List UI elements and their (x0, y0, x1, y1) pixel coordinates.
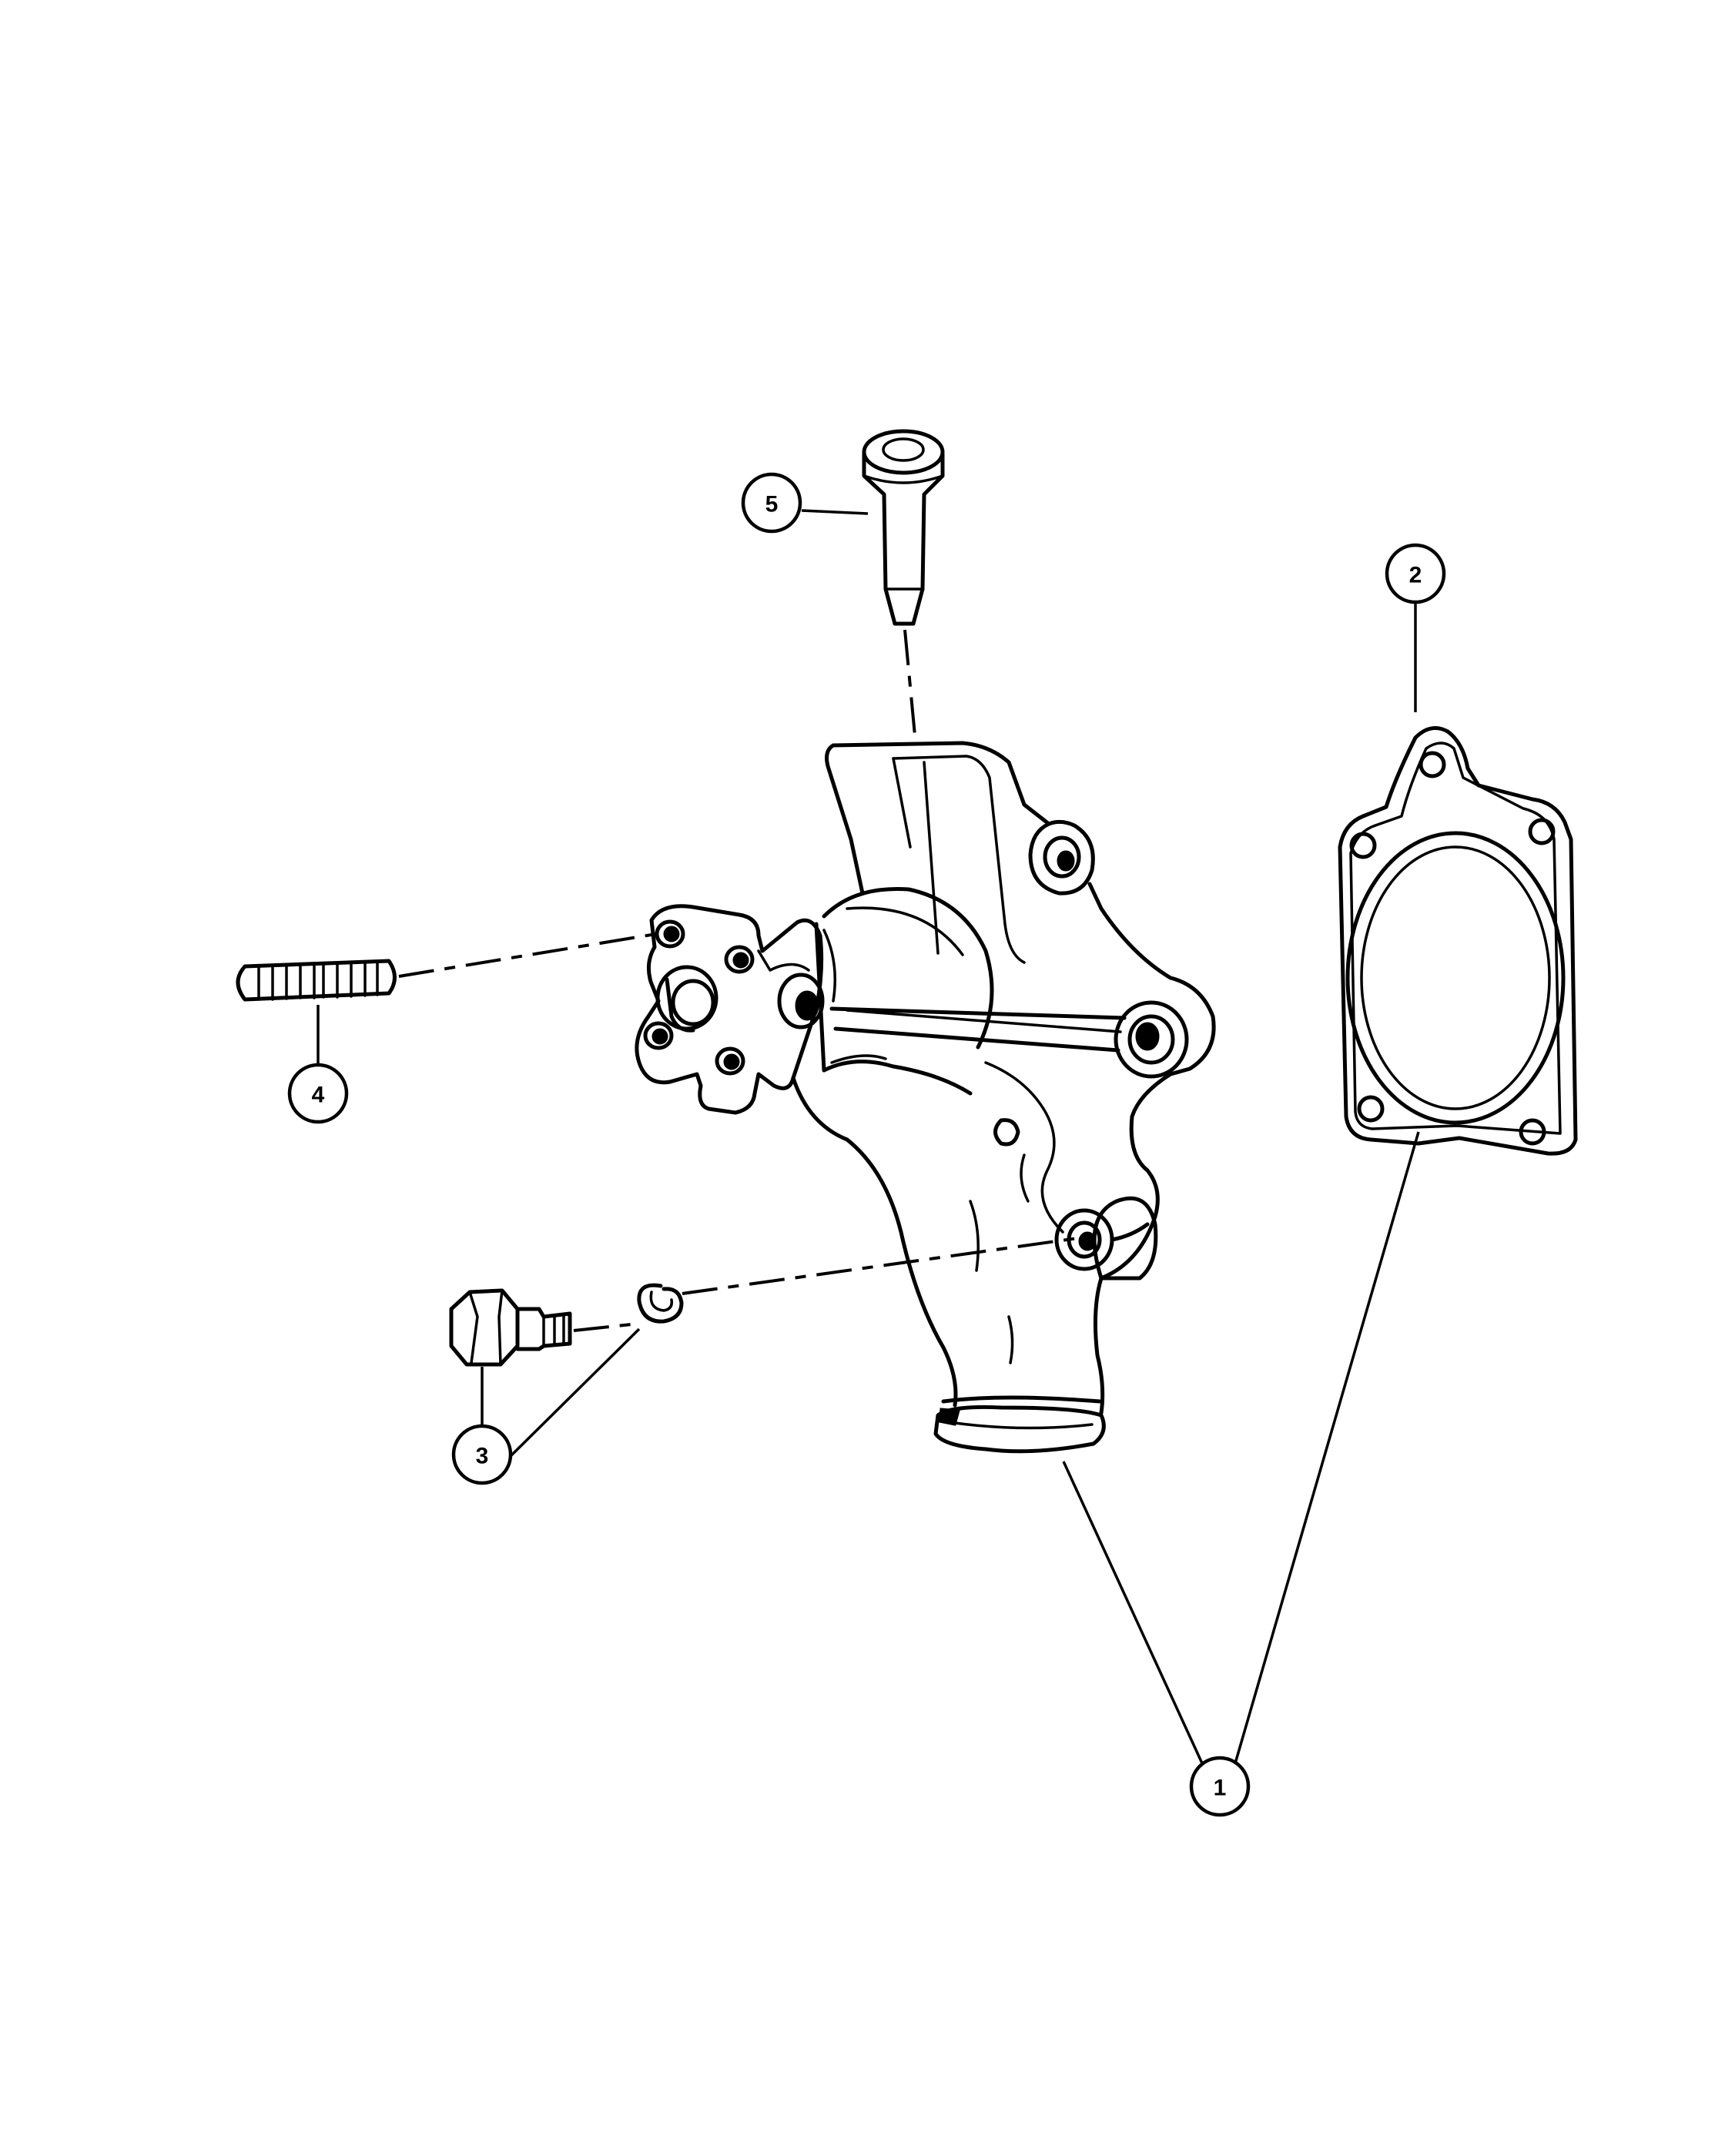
callout-2: 2 (1385, 543, 1446, 604)
part-4-stud (236, 959, 397, 1002)
part-2-gasket (1338, 726, 1578, 1156)
part-1-hub-flange (635, 904, 825, 1115)
leader-lines (317, 509, 1420, 1764)
callout-4: 4 (287, 1063, 349, 1124)
part-3-bolt (449, 1288, 572, 1367)
callout-2-label: 2 (1409, 563, 1422, 588)
callout-3: 3 (451, 1424, 513, 1485)
part-1-water-pump (791, 741, 1216, 1454)
part-3-lock-washer (637, 1283, 684, 1324)
part-5-dowel-pin (862, 429, 945, 626)
callout-5: 5 (741, 472, 802, 534)
callout-5-label: 5 (765, 492, 779, 517)
callout-1: 1 (1189, 1756, 1251, 1817)
callout-4-label: 4 (312, 1083, 325, 1108)
assembly-centerlines (398, 629, 1079, 1332)
callout-1-label: 1 (1214, 1776, 1227, 1801)
callout-3-label: 3 (476, 1444, 489, 1469)
